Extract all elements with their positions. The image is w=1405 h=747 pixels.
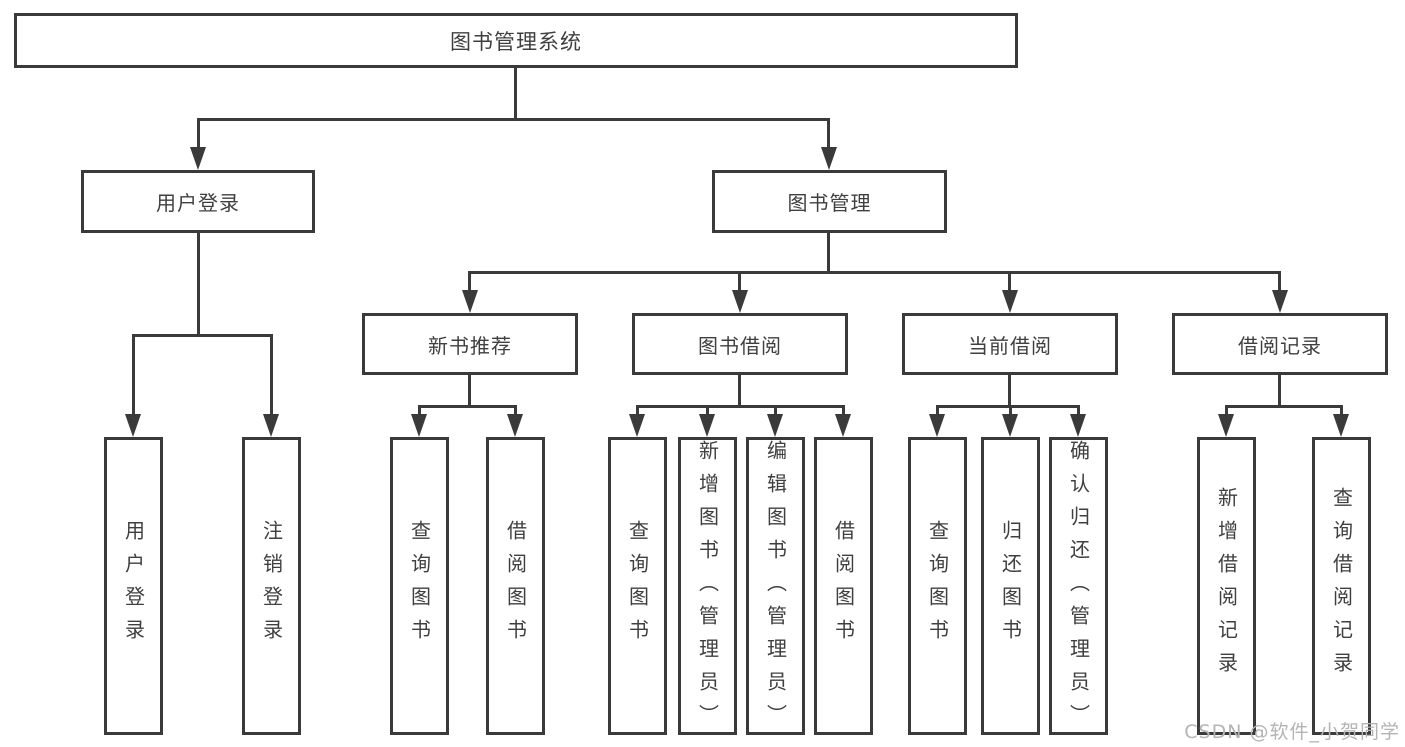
edge-user-login-drop [197, 118, 200, 150]
arrow-down-icon [699, 414, 715, 437]
arrow-down-icon [929, 414, 945, 437]
edge-leaf-drop [1340, 405, 1343, 418]
edge-leaf-drop [1225, 405, 1228, 418]
arrow-down-icon [732, 290, 748, 313]
arrow-down-icon [1002, 414, 1018, 437]
edge-root-rail [198, 118, 830, 121]
edge-leaf-drop [936, 405, 939, 418]
edge-borrow-records-stem [1278, 375, 1281, 407]
edge-leaf-drop [514, 405, 517, 418]
arrow-down-icon [462, 290, 478, 313]
edge-leaf-drop [418, 405, 421, 418]
node-user-login: 用户登录 [81, 170, 315, 233]
edge-leaf-drop [1077, 405, 1080, 418]
edge-leaf-drop [270, 334, 273, 418]
edge-level3-drop [1008, 271, 1011, 293]
edge-user-login-rail [132, 334, 273, 337]
edge-leaf-drop [1009, 405, 1012, 418]
node-library-management-system: 图书管理系统 [14, 13, 1018, 68]
leaf-borrow-books-newbook: 借阅图书 [486, 437, 545, 735]
node-borrow-records: 借阅记录 [1172, 313, 1388, 375]
arrow-down-icon [1333, 414, 1349, 437]
leaf-query-books-current: 查询图书 [908, 437, 967, 735]
csdn-watermark: CSDN @软件_小贺同学 [1184, 721, 1400, 743]
edge-book-mgmt-drop [827, 118, 830, 150]
leaf-borrow-books: 借阅图书 [814, 437, 873, 735]
edge-root-stem [514, 68, 517, 121]
node-book-borrow: 图书借阅 [632, 313, 848, 375]
edge-borrow-records-rail [1225, 405, 1342, 408]
leaf-query-books-borrow: 查询图书 [608, 437, 667, 735]
edge-new-book-stem [468, 375, 471, 407]
arrow-down-icon [263, 414, 279, 437]
leaf-user-login: 用户登录 [104, 437, 163, 735]
arrow-down-icon [190, 147, 206, 170]
arrow-down-icon [125, 414, 141, 437]
leaf-confirm-return-admin: 确认归还（管理员） [1049, 437, 1108, 737]
arrow-down-icon [411, 414, 427, 437]
edge-user-login-stem [197, 233, 200, 337]
edge-new-book-rail [418, 405, 517, 408]
edge-current-borrow-rail [936, 405, 1080, 408]
edge-level3-drop [738, 271, 741, 293]
edge-leaf-drop [774, 405, 777, 418]
node-book-management: 图书管理 [712, 170, 947, 233]
arrow-down-icon [1218, 414, 1234, 437]
arrow-down-icon [629, 414, 645, 437]
leaf-return-book: 归还图书 [981, 437, 1040, 735]
leaf-add-book-admin: 新增图书（管理员） [678, 437, 737, 737]
arrow-down-icon [1070, 414, 1086, 437]
edge-level3-drop [1278, 271, 1281, 293]
leaf-add-borrow-record: 新增借阅记录 [1197, 437, 1256, 735]
arrow-down-icon [821, 147, 837, 170]
edge-book-borrow-rail [636, 405, 844, 408]
edge-leaf-drop [706, 405, 709, 418]
edge-current-borrow-stem [1008, 375, 1011, 407]
edge-book-borrow-stem [738, 375, 741, 407]
leaf-logout: 注销登录 [242, 437, 301, 735]
edge-leaf-drop [636, 405, 639, 418]
edge-book-mgmt-stem [827, 233, 830, 274]
leaf-edit-book-admin: 编辑图书（管理员） [746, 437, 805, 737]
edge-leaf-drop [842, 405, 845, 418]
leaf-query-books-newbook: 查询图书 [390, 437, 449, 735]
leaf-query-borrow-record: 查询借阅记录 [1312, 437, 1371, 735]
edge-leaf-drop [132, 334, 135, 418]
node-current-borrow: 当前借阅 [902, 313, 1118, 375]
arrow-down-icon [1002, 290, 1018, 313]
arrow-down-icon [767, 414, 783, 437]
arrow-down-icon [1272, 290, 1288, 313]
arrow-down-icon [507, 414, 523, 437]
arrow-down-icon [835, 414, 851, 437]
edge-book-mgmt-rail [469, 271, 1281, 274]
edge-level3-drop [468, 271, 471, 293]
node-new-book-recommend: 新书推荐 [362, 313, 578, 375]
